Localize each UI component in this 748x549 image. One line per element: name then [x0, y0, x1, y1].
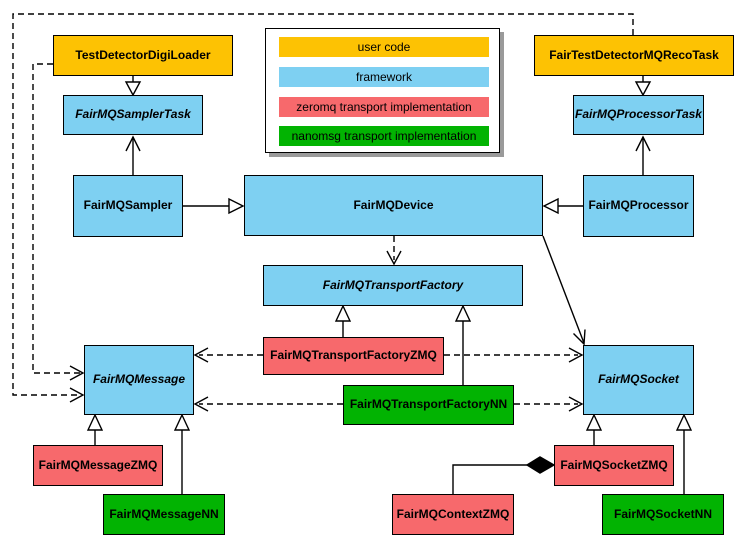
- legend-item-zeromq: zeromq transport implementation: [279, 97, 489, 117]
- node-fairmqsocketzmq: FairMQSocketZMQ: [554, 445, 674, 486]
- edge-factorynn-message: [193, 396, 343, 412]
- node-fairmqmessage: FairMQMessage: [84, 345, 194, 415]
- edge-factorynn-factory: [454, 304, 472, 385]
- edge-processor-device: [542, 197, 583, 215]
- node-fairmqtransportfactorynn: FairMQTransportFactoryNN: [343, 385, 514, 425]
- node-fairmqdevice: FairMQDevice: [244, 175, 543, 236]
- edge-factoryzmq-socket: [444, 347, 584, 363]
- edge-contextzmq-socketzmq: [452, 456, 556, 494]
- edge-sampler-device: [183, 197, 245, 215]
- node-fairmqtransportfactory: FairMQTransportFactory: [263, 265, 523, 306]
- edge-messagezmq-message: [86, 413, 104, 445]
- edge-processor-processortask: [635, 135, 651, 175]
- node-fairmqsocket: FairMQSocket: [583, 345, 694, 415]
- node-testdetectordigiloader: TestDetectorDigiLoader: [53, 35, 233, 76]
- edge-recotask-processortask: [634, 76, 652, 97]
- node-fairmqprocessortask: FairMQProcessorTask: [573, 95, 704, 135]
- node-fairmqtransportfactoryzmq: FairMQTransportFactoryZMQ: [263, 337, 444, 375]
- legend-item-user-code: user code: [279, 37, 489, 57]
- node-fairtestdetectormqrecotask: FairTestDetectorMQRecoTask: [534, 35, 734, 76]
- node-fairmqcontextzmq: FairMQContextZMQ: [392, 494, 514, 535]
- node-fairmqmessagenn: FairMQMessageNN: [103, 494, 225, 535]
- edge-digiloader-message: [32, 63, 85, 381]
- edge-device-transportfactory: [386, 236, 402, 266]
- node-fairmqsampler: FairMQSampler: [73, 175, 183, 237]
- edge-factoryzmq-factory: [334, 304, 352, 337]
- node-fairmqsamplertask: FairMQSamplerTask: [63, 95, 203, 135]
- legend-box: user code framework zeromq transport imp…: [265, 28, 500, 153]
- edge-socketzmq-socket: [585, 413, 603, 445]
- node-fairmqsocketnn: FairMQSocketNN: [602, 494, 724, 535]
- edge-factorynn-socket: [514, 396, 584, 412]
- edge-socketnn-socket: [675, 413, 693, 494]
- edge-digiloader-samplertask: [124, 76, 142, 97]
- legend-item-nanomsg: nanomsg transport implementation: [279, 126, 489, 146]
- edge-device-socket: [542, 235, 586, 346]
- edge-messagenn-message: [173, 413, 191, 494]
- node-fairmqmessagezmq: FairMQMessageZMQ: [33, 445, 163, 486]
- node-fairmqprocessor: FairMQProcessor: [583, 175, 694, 237]
- edge-recotask-message: [12, 13, 634, 403]
- legend-item-framework: framework: [279, 67, 489, 87]
- edge-factoryzmq-message: [193, 347, 263, 363]
- edge-sampler-samplertask: [125, 135, 141, 175]
